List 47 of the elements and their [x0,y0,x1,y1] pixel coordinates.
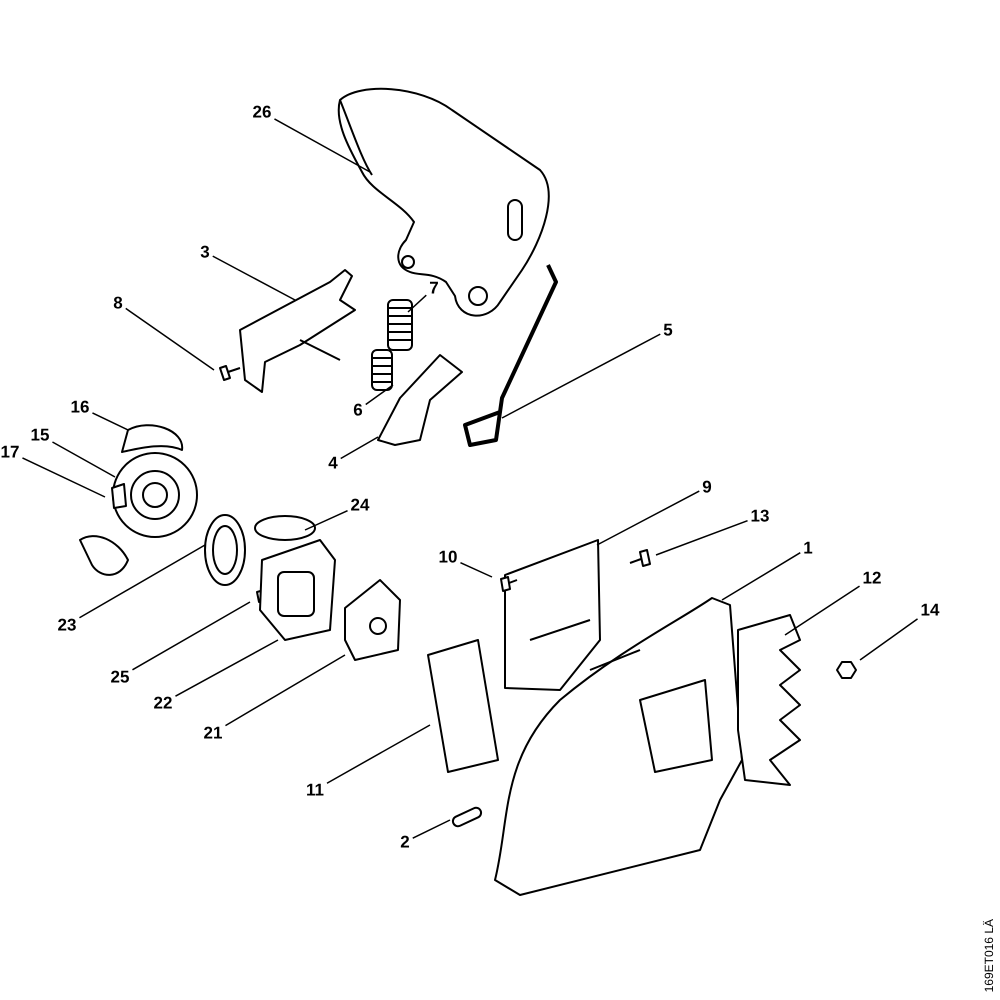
callout-number: 4 [328,454,338,472]
callout-number: 26 [252,104,272,120]
callout-number: 9 [702,478,712,496]
callout-number: 1 [803,540,813,556]
callout-number: 13 [750,508,770,524]
leader-line [412,819,450,839]
leader-line [784,586,860,636]
leader-line [274,118,370,173]
callout-number: 15 [30,426,50,444]
leader-line [79,544,206,618]
leader-line [365,384,394,406]
leader-line [408,294,427,313]
leader-line [225,654,346,726]
callout-number: 21 [204,724,222,742]
leader-line [212,255,296,301]
callout-number: 12 [862,570,882,586]
callout-number: 5 [663,322,673,338]
drawing-code: 169ET016 LÄ [982,918,996,992]
callout-number: 14 [920,602,940,618]
leader-line [860,618,918,661]
leader-line [340,436,378,460]
leader-line [460,562,492,578]
leader-line [304,510,348,531]
callout-number: 3 [200,244,210,260]
callout-number: 8 [113,294,123,312]
callout-number: 23 [58,616,76,634]
callout-number: 22 [154,694,172,712]
leader-line [326,724,430,784]
leader-line [132,601,250,670]
leader-line [92,412,128,431]
callout-number: 2 [400,834,410,850]
callout-number: 24 [350,496,370,514]
leader-line [722,552,801,601]
leader-line [502,333,661,419]
callout-number: 11 [306,782,324,798]
leader-line [656,520,748,556]
leader-line [175,639,278,697]
leader-line [596,490,700,546]
callout-number: 10 [438,548,458,566]
callout-number: 6 [353,402,363,418]
leader-line [125,308,214,371]
callout-number: 25 [110,668,130,686]
callout-number: 7 [429,280,439,296]
leader-line [52,441,116,478]
leader-line [22,457,106,498]
callout-number: 16 [70,398,90,416]
callout-number: 17 [0,444,20,460]
